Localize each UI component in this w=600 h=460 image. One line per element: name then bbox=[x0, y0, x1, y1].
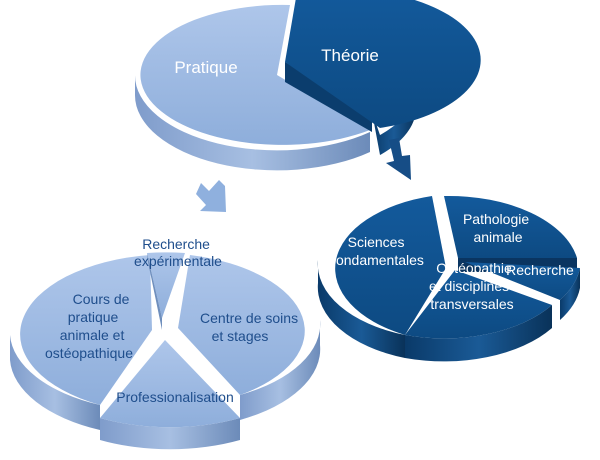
label-line: Sciences bbox=[348, 234, 405, 250]
practice-pie-centre-slice bbox=[178, 255, 305, 395]
top-pie-theory-label: Théorie bbox=[321, 46, 379, 65]
practice-pie-recherche-side bbox=[147, 253, 162, 330]
label-line: pratique bbox=[68, 309, 119, 325]
label-line: Recherche bbox=[142, 236, 210, 252]
practice-pie-pro-slice bbox=[100, 340, 240, 428]
label-line: Centre de soins bbox=[200, 310, 298, 326]
label-line: Professionalisation bbox=[116, 389, 234, 405]
top-pie: Pratique Théorie bbox=[134, 0, 481, 171]
practice-pie-cours-label: Cours de pratique animale et ostéopathiq… bbox=[45, 291, 133, 361]
label-line: Cours de bbox=[73, 291, 130, 307]
arrow-to-theory bbox=[386, 138, 411, 180]
top-pie-theory-slice bbox=[285, 0, 481, 128]
theory-pie-recherche-side bbox=[560, 268, 580, 320]
label-line: Pathologie bbox=[463, 211, 529, 227]
top-pie-practice-side bbox=[134, 75, 370, 171]
top-pie-theory-side-inner bbox=[285, 62, 372, 132]
theory-pie-osteo-slice bbox=[405, 270, 552, 339]
label-line: animale et bbox=[60, 327, 125, 343]
practice-pie-pro-side bbox=[100, 418, 240, 450]
top-pie-practice-slice bbox=[140, 4, 370, 145]
practice-pie-recherche-label: Recherche expérimentale bbox=[134, 236, 222, 269]
theory-pie-recherche-label: Recherche bbox=[506, 262, 574, 278]
arrow-down-icon bbox=[386, 138, 411, 180]
arrow-down-icon bbox=[196, 180, 226, 212]
arrow-to-practice bbox=[196, 180, 226, 212]
top-pie-theory-side bbox=[372, 80, 416, 155]
practice-pie: Recherche expérimentale Cours de pratiqu… bbox=[10, 236, 321, 450]
theory-pie: Sciences fondamentales Pathologie animal… bbox=[317, 195, 580, 362]
practice-pie-centre-label: Centre de soins et stages bbox=[200, 310, 302, 344]
practice-pie-cours-side bbox=[10, 335, 100, 430]
practice-pie-cours-slice bbox=[20, 255, 152, 405]
practice-pie-centre-side bbox=[240, 320, 321, 420]
theory-pie-sciences-slice bbox=[335, 196, 446, 335]
theory-pie-pathologie-slice bbox=[444, 195, 577, 258]
label-line: ostéopathique bbox=[45, 345, 133, 361]
practice-pie-pro-label: Professionalisation bbox=[116, 389, 234, 405]
label-line: fondamentales bbox=[332, 252, 424, 268]
theory-pie-recherche-slice bbox=[465, 262, 580, 300]
theory-pie-pathologie-label: Pathologie animale bbox=[463, 211, 533, 245]
practice-pie-recherche-slice bbox=[147, 252, 185, 318]
label-line: expérimentale bbox=[134, 253, 222, 269]
label-line: transversales bbox=[430, 296, 513, 312]
theory-pie-osteo-side bbox=[405, 305, 552, 362]
label-line: Recherche bbox=[506, 262, 574, 278]
theory-pie-osteo-label: Ostéopathie et disciplines transversales bbox=[429, 260, 516, 312]
label-line: et disciplines bbox=[429, 278, 509, 294]
top-pie-practice-label: Pratique bbox=[174, 58, 237, 77]
theory-pie-sciences-side bbox=[317, 260, 405, 358]
label-line: animale bbox=[473, 229, 522, 245]
label-line: Ostéopathie bbox=[436, 260, 512, 276]
label-line: et stages bbox=[212, 328, 269, 344]
theory-pie-sciences-label: Sciences fondamentales bbox=[332, 234, 424, 268]
